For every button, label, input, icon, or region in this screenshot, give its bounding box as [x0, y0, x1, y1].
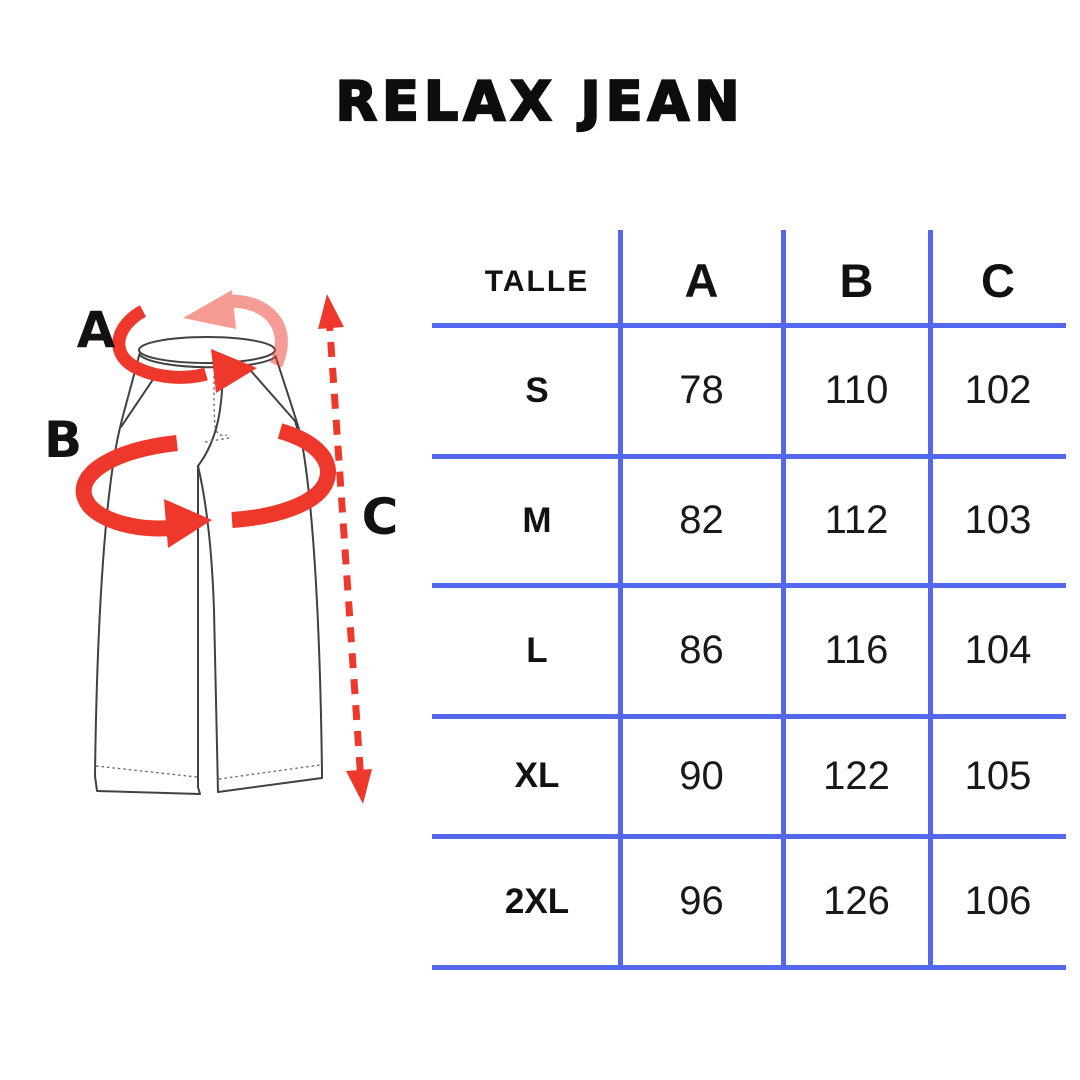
value-cell: 96: [679, 879, 724, 923]
header-cell-a: A: [684, 254, 719, 307]
value-cell: 104: [964, 628, 1032, 672]
left-pocket: [120, 374, 157, 428]
value-cell: 82: [679, 498, 724, 542]
right-pocket: [250, 370, 300, 435]
fly-bartack: [204, 437, 230, 443]
value-cell: 103: [964, 498, 1032, 542]
size-cell: S: [525, 370, 549, 410]
right-hem-stitch: [218, 764, 321, 780]
column-line: [780, 230, 786, 967]
row-line: [432, 833, 1066, 839]
value-cell: 90: [679, 753, 724, 798]
header-cell-talle: TALLE: [484, 264, 590, 298]
size-table-grid: TALLE A B C S 78 110 102 M 82 112 103 L …: [432, 230, 1066, 967]
page-title: RELAX JEAN: [334, 69, 745, 134]
value-cell: 105: [964, 753, 1032, 798]
row-line: [432, 453, 1066, 459]
right-inner-seam: [197, 465, 219, 793]
value-cell: 110: [824, 368, 889, 412]
fly-stitch: [213, 375, 228, 437]
value-cell: 106: [964, 879, 1032, 923]
row-line: [432, 713, 1066, 719]
left-hem-stitch: [95, 765, 198, 778]
value-cell: 116: [824, 628, 889, 672]
pants-drawing: [75, 290, 372, 804]
pants-stitching: [95, 375, 321, 780]
pants-outline: [94, 336, 323, 795]
header-cell-c: C: [981, 254, 1015, 307]
left-hem: [94, 775, 201, 795]
measure-label-c: C: [361, 488, 399, 546]
row-line: [432, 322, 1066, 328]
column-line: [927, 230, 933, 967]
value-cell: 112: [824, 498, 889, 542]
header-cell-b: B: [839, 254, 874, 307]
size-cell: XL: [514, 756, 560, 795]
measure-label-a: A: [76, 301, 116, 359]
waistband: [138, 336, 276, 364]
waist-arrow-icon: [112, 290, 288, 393]
value-cell: 86: [679, 628, 724, 672]
pants-measurement-diagram: A B C: [30, 280, 420, 810]
waistband-bottom: [138, 354, 277, 369]
row-line: [432, 964, 1066, 970]
left-outer-seam: [94, 353, 141, 777]
size-cell: M: [522, 500, 552, 540]
column-line: [617, 230, 623, 967]
value-cell: 102: [964, 368, 1032, 412]
size-table: TALLE A B C S 78 110 102 M 82 112 103 L …: [432, 230, 1066, 970]
value-cell: 126: [823, 879, 890, 923]
value-cell: 78: [679, 368, 724, 412]
measure-label-b: B: [43, 411, 83, 469]
row-line: [432, 582, 1066, 588]
value-cell: 122: [823, 753, 890, 798]
size-cell: 2XL: [504, 881, 570, 921]
length-arrow-icon: [318, 294, 372, 804]
size-cell: L: [526, 630, 548, 670]
right-outer-seam: [274, 355, 323, 775]
hip-arrow-icon: [75, 423, 336, 548]
right-hem: [217, 773, 323, 793]
